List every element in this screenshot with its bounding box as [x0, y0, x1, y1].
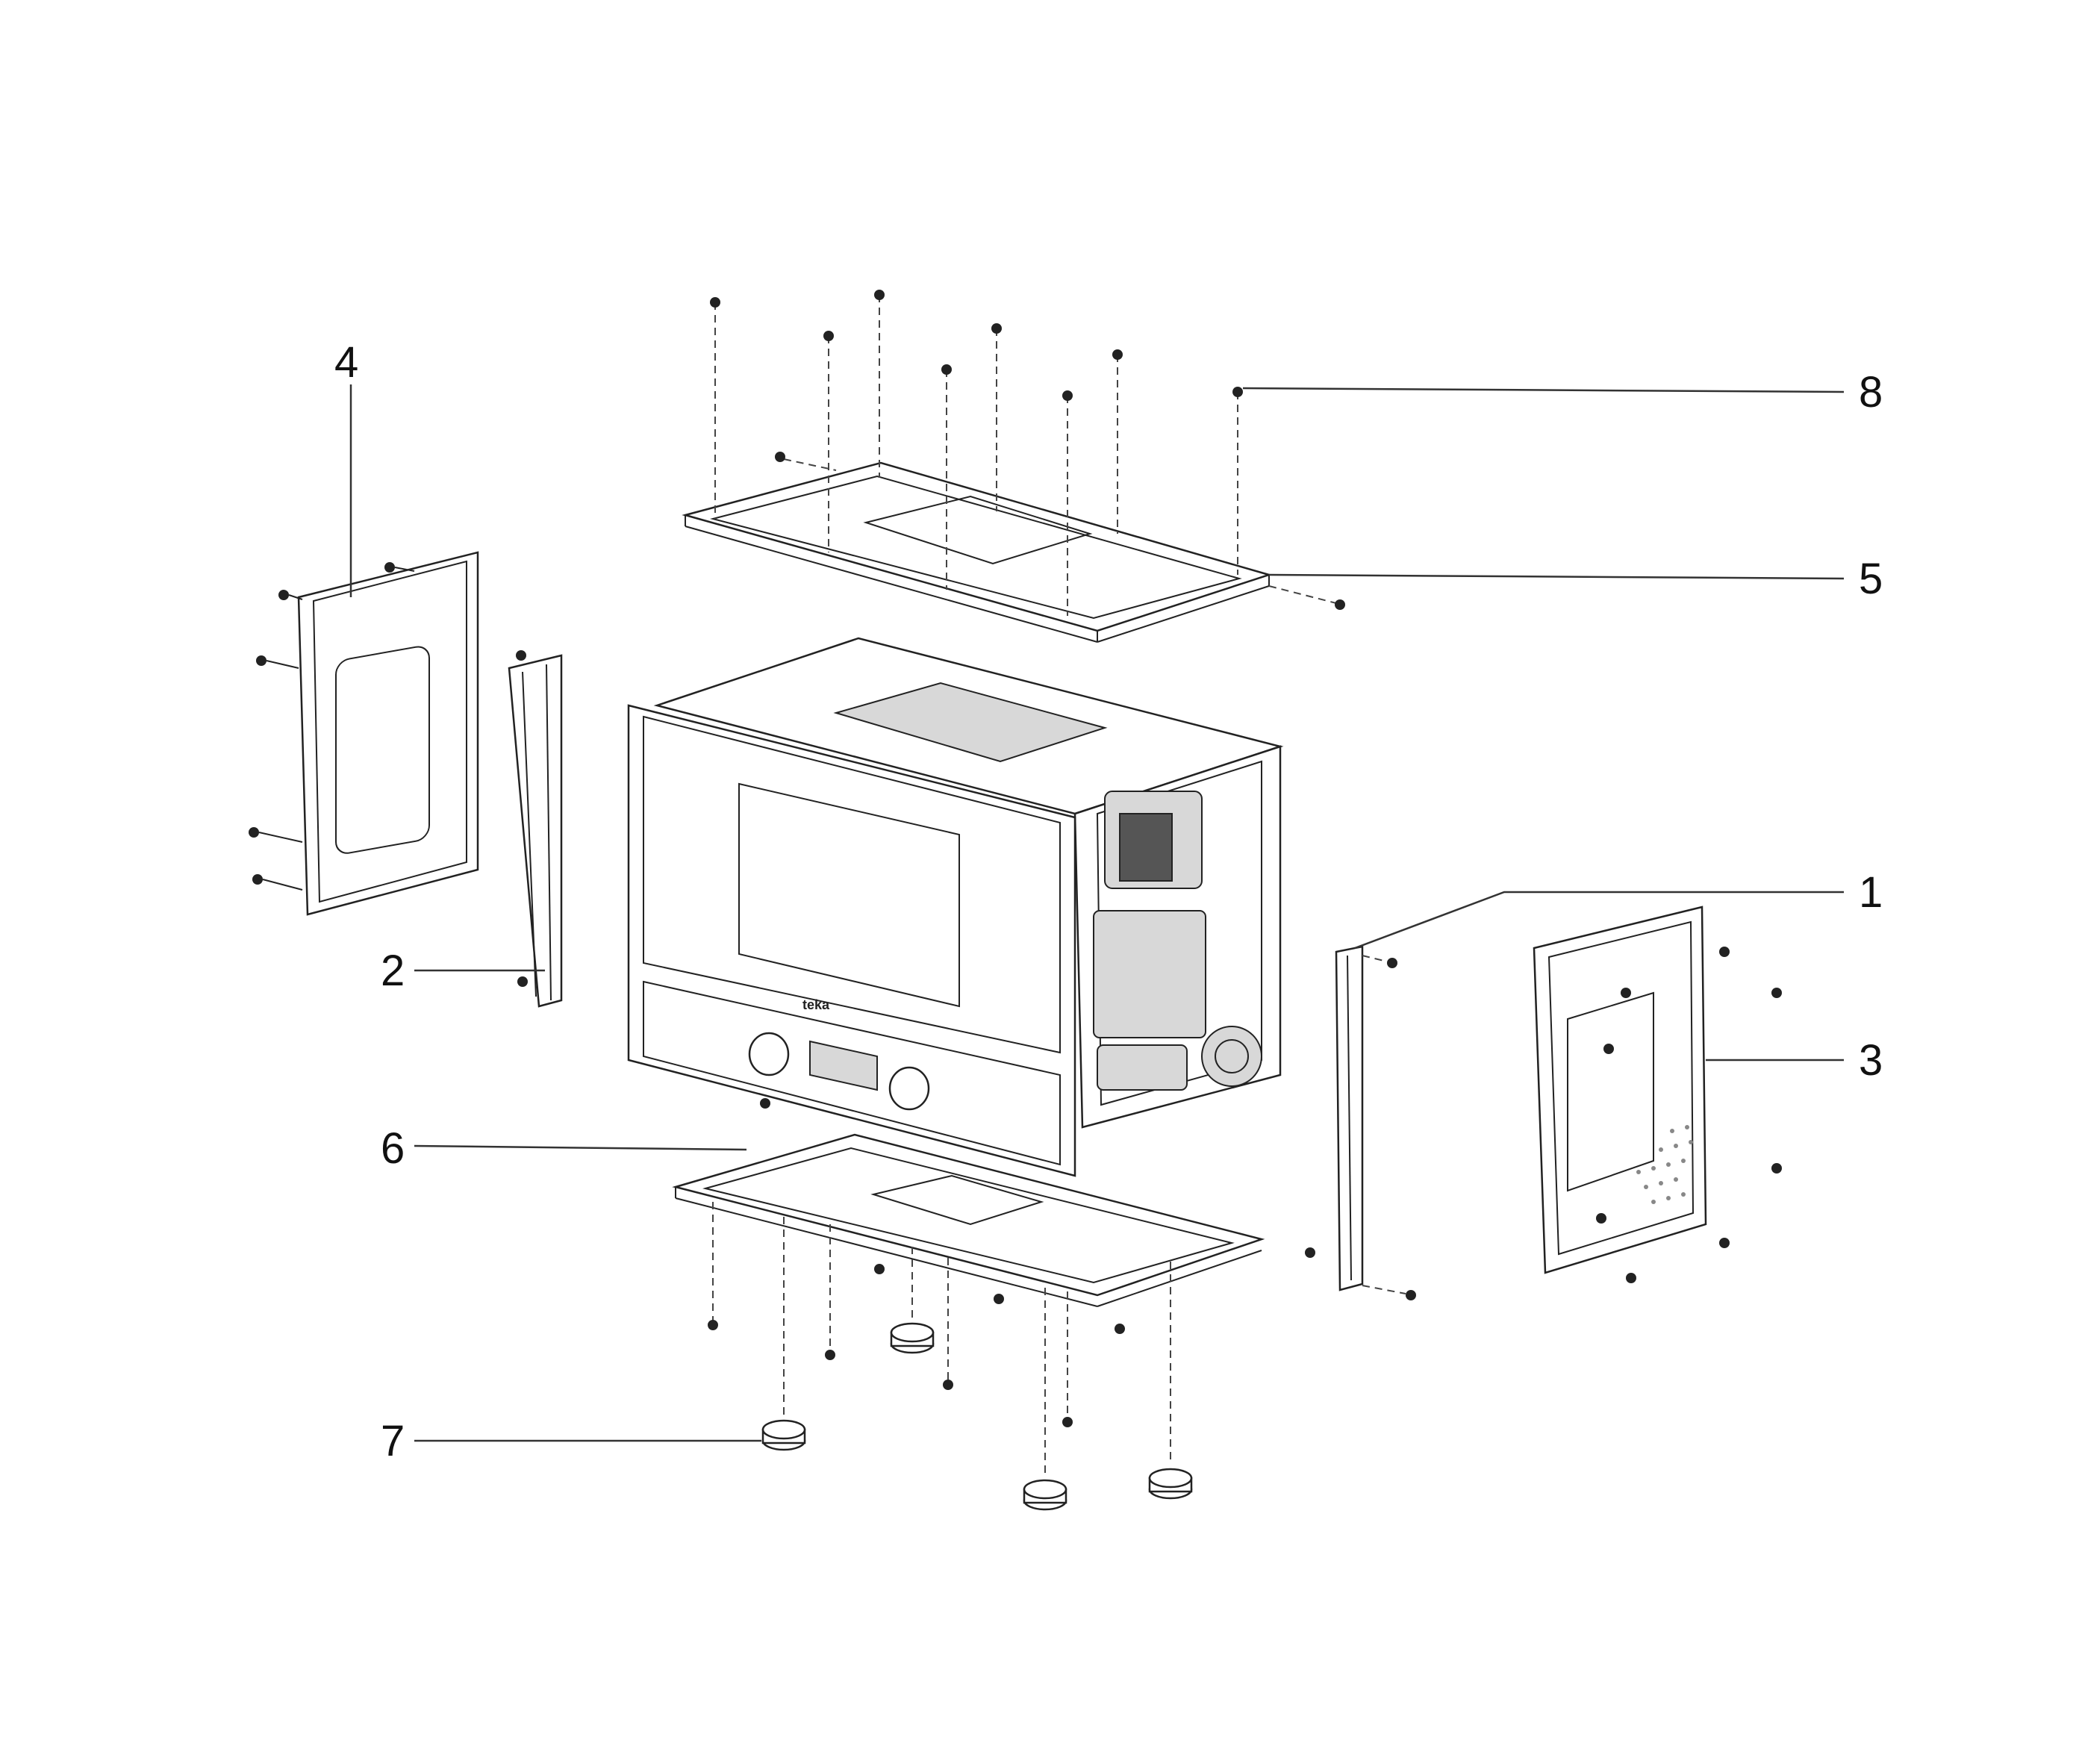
foot: [1023, 1479, 1067, 1511]
leader-1: [1354, 891, 1844, 950]
callout-6: 6: [381, 1124, 405, 1173]
callout-4: 4: [334, 338, 358, 387]
part-1-right-trim-strip: [1335, 945, 1416, 1300]
callout-3: 3: [1859, 1036, 1883, 1085]
foot: [1148, 1468, 1193, 1500]
part-5-top-panel: [682, 461, 1273, 643]
part-6-bottom-plate: [672, 1098, 1315, 1307]
leader-8: [1242, 387, 1845, 393]
brand-logo: teka: [802, 997, 830, 1012]
callout-1: 1: [1859, 868, 1883, 917]
leader-6: [414, 1144, 747, 1151]
callout-2: 2: [381, 947, 405, 995]
top-screws: [710, 290, 1345, 616]
callout-7: 7: [381, 1417, 405, 1465]
callout-8: 8: [1859, 368, 1883, 417]
microwave-body: [627, 637, 1284, 1177]
leader-lines: [349, 384, 1845, 1442]
foot: [890, 1322, 935, 1354]
callout-5: 5: [1859, 555, 1883, 603]
part-2-left-trim-strip: [508, 650, 563, 1008]
leader-5: [1268, 573, 1845, 580]
part-3-right-side-panel: [1533, 906, 1782, 1283]
part-4-left-side-panel: [249, 551, 479, 916]
callout-labels: 4 8 5 1 3 2 6 7: [334, 338, 1883, 1465]
part-7-feet: [761, 1322, 1193, 1511]
foot: [761, 1419, 806, 1451]
bottom-screws-and-feet: [708, 1202, 1171, 1474]
